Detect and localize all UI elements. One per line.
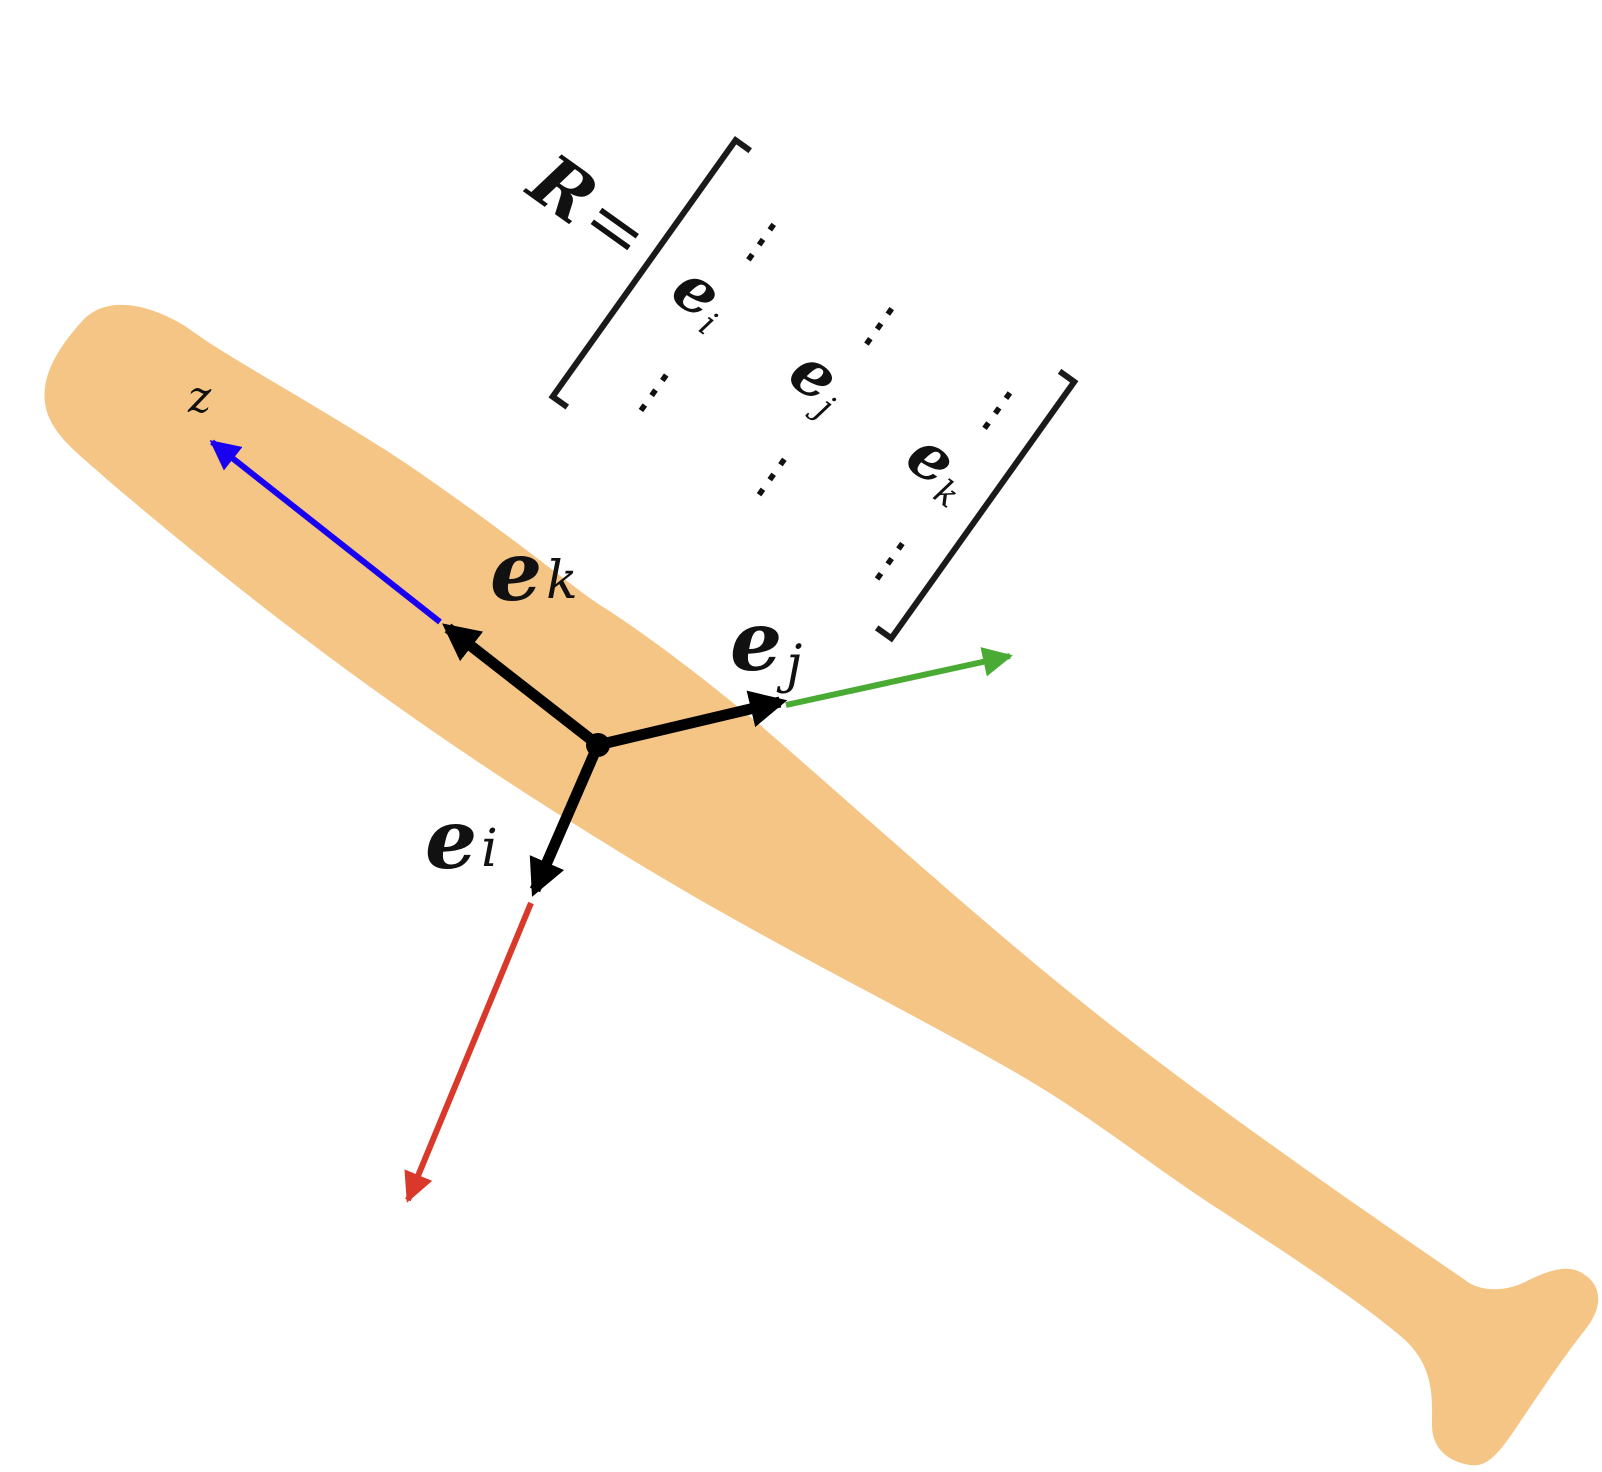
matrix-col-i-top-dots: ⋮ xyxy=(722,199,803,282)
matrix-left-bracket xyxy=(548,136,752,410)
baseball-bat xyxy=(44,304,1599,1466)
matrix-col-j-top-dots: ⋮ xyxy=(840,284,921,367)
i-axis-arrow xyxy=(404,901,534,1203)
e-i-arrow xyxy=(529,742,604,897)
matrix-col-k-top-dots: ⋮ xyxy=(958,368,1039,451)
z-axis-label: z xyxy=(187,372,212,423)
z-axis-arrow xyxy=(209,439,442,625)
matrix-col-i-entry: ei xyxy=(657,249,746,344)
origin-point xyxy=(586,733,610,757)
matrix-col-j-entry: ej xyxy=(774,333,863,428)
j-axis-arrow xyxy=(785,647,1013,708)
matrix-col-j-bottom-dots: ⋮ xyxy=(732,434,813,517)
matrix-col-k-entry: ek xyxy=(891,416,988,516)
e-k-arrow xyxy=(442,623,602,750)
matrix-col-k-bottom-dots: ⋮ xyxy=(850,518,931,601)
matrix-col-i-bottom-dots: ⋮ xyxy=(614,350,695,433)
e-j-arrow xyxy=(596,690,788,751)
matrix-right-bracket xyxy=(874,368,1079,643)
e-i-label: ei xyxy=(425,792,498,888)
e-k-label: ek xyxy=(490,524,578,620)
e-j-label: ej xyxy=(730,594,802,695)
